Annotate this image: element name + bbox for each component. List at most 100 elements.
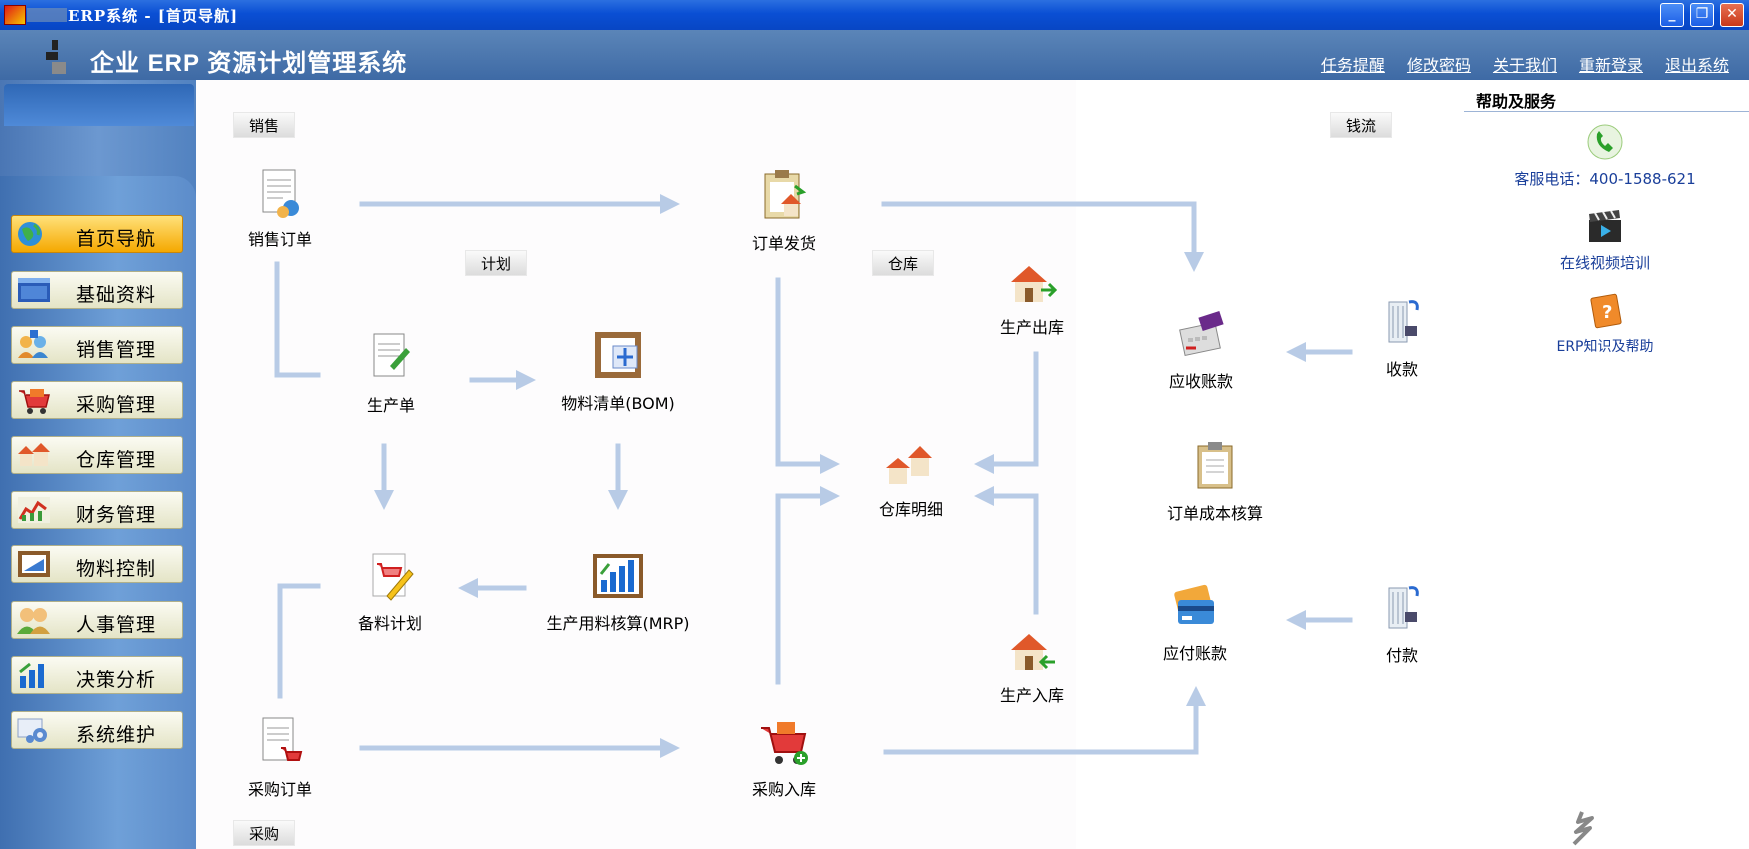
document-basket-icon [262, 717, 303, 761]
node-receivable[interactable]: 应收账款 [1156, 308, 1246, 392]
node-payment[interactable]: 付款 [1362, 582, 1442, 666]
node-label: 生产单 [366, 396, 416, 415]
sidebar-header-bar [4, 84, 194, 126]
bar-chart-icon [19, 662, 44, 688]
basket-pencil-icon [372, 553, 414, 601]
help-book-icon: ? [1590, 293, 1622, 329]
section-sales-tag: 销售 [233, 112, 296, 138]
node-sales-order[interactable]: 销售订单 [240, 166, 320, 249]
pos-terminal-icon [1179, 310, 1224, 357]
nav-label: 人事管理 [76, 614, 157, 636]
node-production-in[interactable]: 生产入库 [992, 626, 1072, 706]
house-in-icon [1011, 634, 1055, 670]
nav-item-sales[interactable]: 销售管理 [11, 326, 183, 364]
node-bom[interactable]: 物料清单(BOM) [548, 328, 688, 413]
node-label: 备料计划 [357, 614, 423, 633]
nav-item-decision[interactable]: 决策分析 [11, 656, 183, 694]
nav-label: 物料控制 [76, 558, 157, 580]
video-training-label: 在线视频培训 [1559, 254, 1650, 272]
nav-item-material[interactable]: 物料控制 [11, 545, 183, 583]
node-production-out[interactable]: 生产出库 [992, 258, 1072, 338]
node-label: 生产入库 [999, 686, 1065, 705]
window-title: ERP系统 - [首页导航] [68, 7, 239, 25]
document-icon [262, 169, 299, 218]
window-title-bar: ERP系统 - [首页导航] _ ❐ ✕ [0, 0, 1749, 30]
section-warehouse-tag: 仓库 [872, 250, 935, 276]
houses-icon [886, 446, 932, 484]
nav-label: 财务管理 [76, 504, 157, 526]
node-label: 生产出库 [999, 318, 1065, 337]
knowledge-label: ERP知识及帮助 [1556, 339, 1654, 355]
section-plan-tag: 计划 [465, 250, 528, 276]
section-cash-tag: 钱流 [1330, 112, 1393, 138]
minimize-button[interactable]: _ [1660, 3, 1684, 27]
change-password-link[interactable]: 修改密码 [1406, 56, 1471, 75]
nav-item-finance[interactable]: 财务管理 [11, 491, 183, 529]
about-us-link[interactable]: 关于我们 [1492, 56, 1557, 75]
node-mrp[interactable]: 生产用料核算(MRP) [538, 548, 698, 633]
window-icon [18, 278, 50, 302]
hotline-label: 客服电话：400-1588-621 [1514, 170, 1696, 188]
people-icon [18, 330, 48, 358]
help-hotline[interactable]: 客服电话：400-1588-621 [1510, 122, 1700, 189]
gears-icon [17, 718, 47, 743]
help-knowledge[interactable]: ? ERP知识及帮助 [1540, 290, 1670, 356]
house-out-icon [1011, 266, 1058, 302]
node-label: 物料清单(BOM) [561, 394, 675, 413]
help-video-training[interactable]: 在线视频培训 [1540, 206, 1670, 273]
system-title: 企业 ERP 资源计划管理系统 [90, 50, 408, 77]
houses-icon [18, 443, 50, 466]
help-divider [1464, 111, 1749, 112]
nav-label: 基础资料 [76, 284, 157, 306]
nav-item-hr[interactable]: 人事管理 [11, 601, 183, 639]
phone-icon [1587, 124, 1623, 160]
nav-item-purchase[interactable]: 采购管理 [11, 381, 183, 419]
node-label: 生产用料核算(MRP) [546, 614, 690, 633]
exit-system-link[interactable]: 退出系统 [1664, 56, 1729, 75]
credit-cards-icon [1174, 584, 1214, 624]
node-purchase-in[interactable]: 采购入库 [744, 714, 824, 799]
nav-label: 采购管理 [76, 394, 157, 416]
nav-item-home[interactable]: 首页导航 [11, 215, 183, 253]
relogin-link[interactable]: 重新登录 [1578, 56, 1643, 75]
nav-item-basic-data[interactable]: 基础资料 [11, 271, 183, 309]
logo-icon [44, 40, 70, 76]
material-frame-icon [18, 551, 50, 577]
node-warehouse-detail[interactable]: 仓库明细 [866, 440, 956, 520]
node-label: 采购订单 [247, 780, 313, 799]
document-pen-icon [373, 333, 410, 377]
app-header: 企业 ERP 资源计划管理系统 任务提醒 修改密码 关于我们 重新登录 退出系统 [0, 30, 1749, 80]
nav-item-system[interactable]: 系统维护 [11, 711, 183, 749]
node-label: 付款 [1385, 646, 1419, 665]
shopping-basket-icon [761, 722, 808, 765]
node-label: 应付账款 [1162, 644, 1228, 663]
svg-text:?: ? [1602, 302, 1612, 323]
staff-icon [17, 608, 50, 634]
app-icon [4, 5, 67, 25]
finance-chart-icon [18, 497, 50, 523]
clipboard-icon [1197, 442, 1233, 489]
shopping-basket-icon [19, 389, 50, 414]
task-reminder-link[interactable]: 任务提醒 [1320, 56, 1385, 75]
help-panel-title: 帮助及服务 [1476, 92, 1557, 111]
nav-item-warehouse[interactable]: 仓库管理 [11, 436, 183, 474]
node-order-cost[interactable]: 订单成本核算 [1150, 440, 1280, 524]
nav-label: 首页导航 [76, 228, 157, 250]
node-production-order[interactable]: 生产单 [351, 330, 431, 415]
nav-label: 系统维护 [76, 724, 157, 746]
close-button[interactable]: ✕ [1720, 3, 1744, 27]
node-payable[interactable]: 应付账款 [1150, 580, 1240, 664]
node-purchase-order[interactable]: 采购订单 [240, 714, 320, 799]
nav-label: 决策分析 [76, 669, 157, 691]
restore-button[interactable]: ❐ [1690, 3, 1714, 27]
node-label: 收款 [1385, 360, 1419, 379]
node-label: 销售订单 [247, 230, 313, 249]
globe-icon [18, 222, 42, 246]
bar-chart-icon [593, 554, 643, 598]
video-clapper-icon [1589, 210, 1621, 242]
node-receipt[interactable]: 收款 [1362, 296, 1442, 380]
node-order-ship[interactable]: 订单发货 [744, 168, 824, 253]
top-links: 任务提醒 修改密码 关于我们 重新登录 退出系统 [1321, 52, 1729, 76]
node-label: 采购入库 [751, 780, 817, 799]
node-material-plan[interactable]: 备料计划 [350, 548, 430, 633]
